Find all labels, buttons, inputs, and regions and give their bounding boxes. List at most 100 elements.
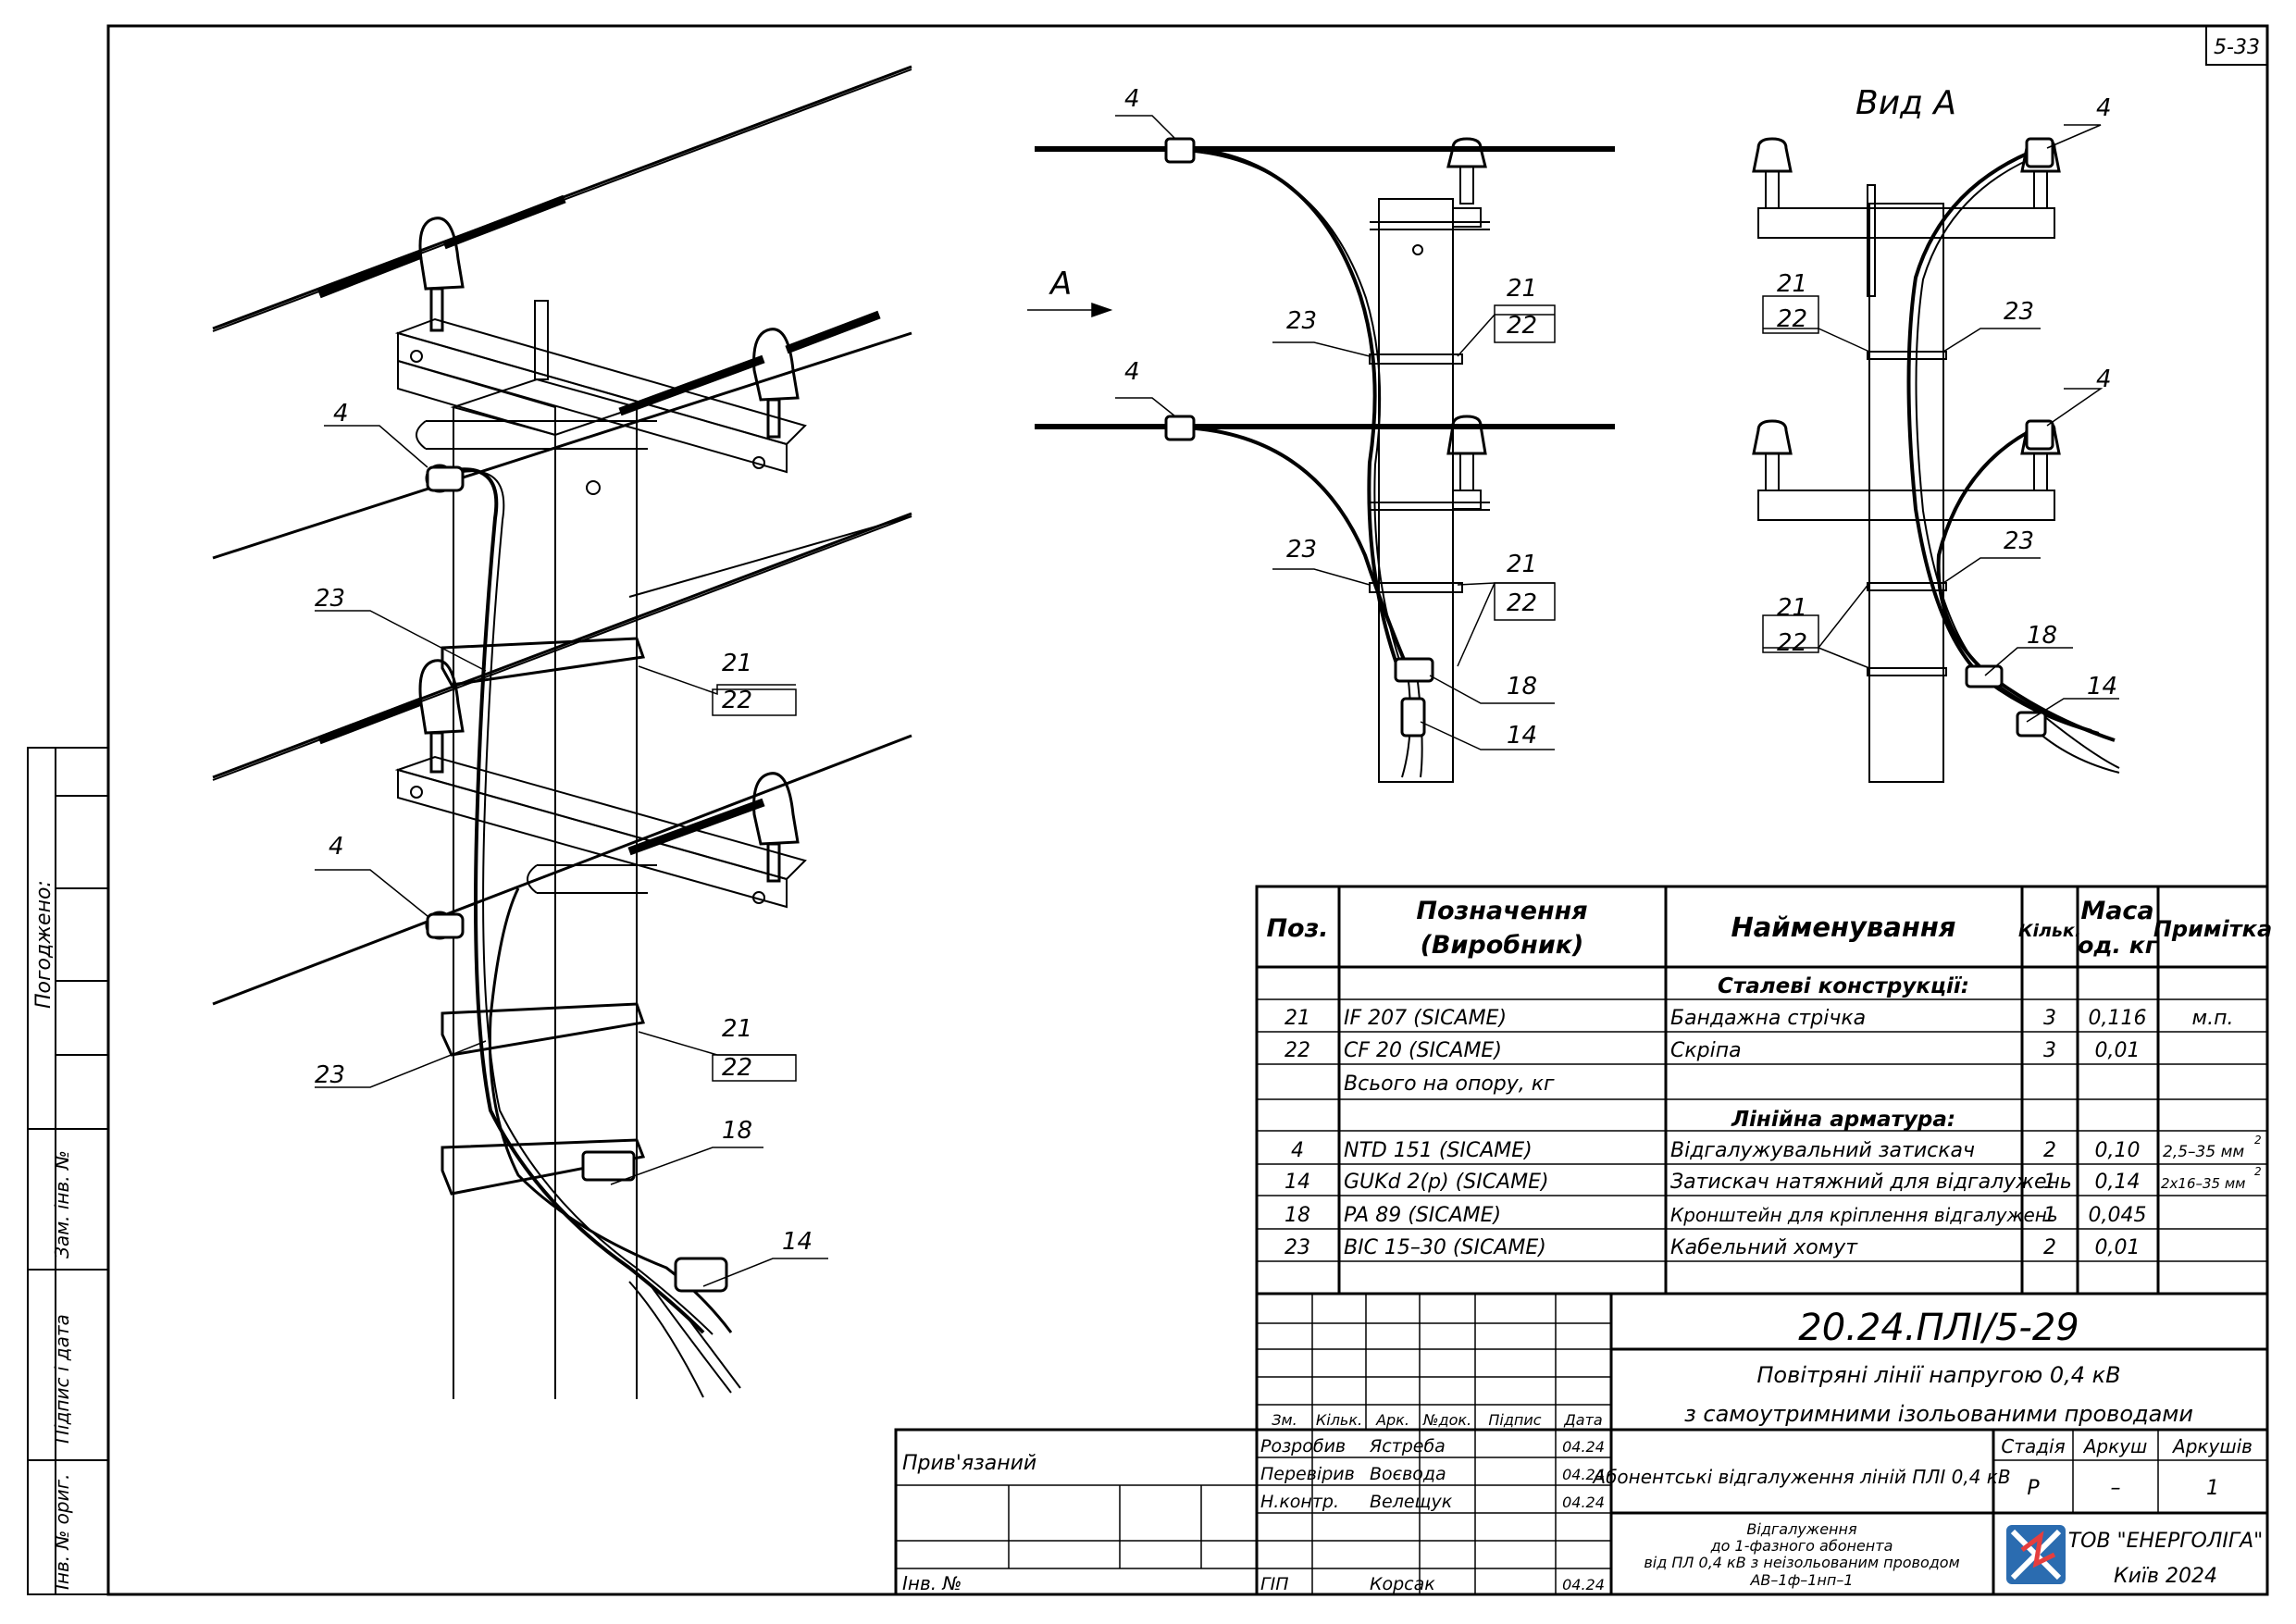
row-23-pos: 23 <box>1285 1236 1310 1259</box>
row-14-mass: 0,14 <box>2095 1171 2141 1194</box>
viewa-label-21b: 21 <box>1777 594 1807 622</box>
sheets-value: 1 <box>2206 1477 2219 1500</box>
row-23-qty: 2 <box>2043 1236 2056 1259</box>
front-label-14: 14 <box>1507 722 1537 750</box>
iso-label-23a: 23 <box>315 585 345 613</box>
row-4-name: Відгалужувальний затискач <box>1670 1139 1975 1162</box>
attached-label: Прив'язаний <box>902 1452 1036 1475</box>
front-label-22a: 22 <box>1507 312 1537 340</box>
section-fittings: Лінійна арматура: <box>1731 1108 1955 1132</box>
hdr-designation-1: Позначення <box>1416 897 1587 925</box>
row-22-pos: 22 <box>1285 1039 1310 1062</box>
row-18-qty: 1 <box>2043 1204 2056 1227</box>
row-14-note: 2х16–35 мм <box>2161 1175 2246 1192</box>
section-steel: Сталеві конструкції: <box>1718 974 1969 998</box>
role-developer-date: 04.24 <box>1562 1438 1605 1456</box>
hdr-designation-2: (Виробник) <box>1421 931 1584 960</box>
row-21-name: Бандажна стрічка <box>1670 1007 1866 1030</box>
row-22-mass: 0,01 <box>2095 1039 2141 1062</box>
drawing-title-4: АВ–1ф–1нп–1 <box>1749 1571 1853 1589</box>
row-18-name: Кронштейн для кріплення відгалужень <box>1670 1204 2058 1226</box>
col-head-sheet: Арк. <box>1375 1411 1409 1429</box>
project-line-1: Повітряні лінії напругою 0,4 кВ <box>1756 1362 2120 1388</box>
row-14-qty: 1 <box>2043 1171 2056 1194</box>
stage-label: Стадія <box>2001 1435 2065 1457</box>
row-22-qty: 3 <box>2043 1039 2056 1062</box>
row-18-des: PA 89 (SICAME) <box>1344 1204 1501 1227</box>
row-4-note-sup: 2 <box>2254 1134 2262 1147</box>
row-total-des: Всього на опору, кг <box>1344 1072 1555 1096</box>
iso-label-21b: 21 <box>722 1015 752 1043</box>
hdr-qty: Кільк. <box>2018 921 2081 941</box>
sheet-value: – <box>2111 1477 2121 1500</box>
iso-label-4a: 4 <box>333 400 349 428</box>
iso-label-23b: 23 <box>315 1061 345 1089</box>
title-block-grid <box>894 1292 2269 1596</box>
stage-value: Р <box>2027 1477 2040 1500</box>
viewa-label-23a: 23 <box>2004 298 2034 326</box>
hdr-pos: Поз. <box>1266 914 1328 943</box>
isometric-callouts <box>315 425 828 1287</box>
role-gip-name: Корсак <box>1370 1574 1435 1594</box>
section-title: Абонентські відгалуження ліній ПЛІ 0,4 к… <box>1591 1466 2010 1488</box>
hdr-mass-1: Маса <box>2080 897 2153 925</box>
col-head-date: Дата <box>1563 1411 1602 1429</box>
row-21-des: IF 207 (SICAME) <box>1344 1007 1507 1030</box>
company-name: ТОВ "ЕНЕРГОЛІГА" <box>2068 1530 2264 1553</box>
city-year: Київ 2024 <box>2114 1565 2217 1588</box>
row-4-mass: 0,10 <box>2095 1139 2141 1162</box>
row-22-des: CF 20 (SICAME) <box>1344 1039 1502 1062</box>
col-head-qty: Кільк. <box>1316 1411 1362 1429</box>
strip-sign-date: Підпис і дата <box>51 1314 73 1444</box>
front-view-drawing <box>1035 137 1615 783</box>
front-label-21b: 21 <box>1507 551 1537 578</box>
company-logo <box>2006 1525 2066 1584</box>
arrow-label-a: А <box>1049 266 1072 303</box>
row-23-mass: 0,01 <box>2095 1236 2141 1259</box>
hdr-mass-2: од. кг <box>2078 932 2158 959</box>
row-18-mass: 0,045 <box>2089 1204 2147 1227</box>
role-norm-name: Велещук <box>1370 1492 1453 1512</box>
row-4-qty: 2 <box>2043 1139 2056 1162</box>
view-a-title: Вид А <box>1855 84 1956 122</box>
front-label-18: 18 <box>1507 673 1537 700</box>
hdr-note: Примітка <box>2153 916 2272 942</box>
project-line-2: з самоутримними ізольованими проводами <box>1684 1401 2193 1427</box>
isometric-pole-drawing <box>212 65 912 1399</box>
role-gip: ГІП <box>1260 1574 1288 1594</box>
row-23-des: BIC 15–30 (SICAME) <box>1344 1236 1546 1259</box>
col-head-zm: Зм. <box>1272 1411 1297 1429</box>
front-view-callouts <box>1027 115 1556 750</box>
row-22-name: Скріпа <box>1670 1039 1742 1062</box>
front-label-21a: 21 <box>1507 275 1537 303</box>
row-21-qty: 3 <box>2043 1007 2056 1030</box>
hdr-name: Найменування <box>1731 911 1955 943</box>
view-a-drawing <box>1752 137 2120 783</box>
sheet-code: 5-33 <box>2214 36 2260 59</box>
front-label-23b: 23 <box>1286 536 1317 564</box>
viewa-label-22a: 22 <box>1777 305 1807 333</box>
role-developer: Розробив <box>1260 1436 1346 1457</box>
iso-label-21a: 21 <box>722 650 752 677</box>
viewa-label-21a: 21 <box>1777 270 1807 298</box>
row-23-name: Кабельний хомут <box>1670 1236 1858 1259</box>
drawing-title-1: Відгалуження <box>1746 1520 1857 1538</box>
strip-replace-inv: Зам. інв. № <box>51 1150 73 1258</box>
role-norm-date: 04.24 <box>1562 1494 1605 1511</box>
row-18-pos: 18 <box>1285 1204 1310 1227</box>
viewa-label-22b: 22 <box>1777 629 1807 657</box>
row-21-mass: 0,116 <box>2089 1007 2147 1030</box>
left-strip <box>27 747 109 1595</box>
role-checker-name: Воєвода <box>1370 1464 1446 1484</box>
row-14-name: Затискач натяжний для відгалужень <box>1670 1171 2072 1194</box>
row-4-note: 2,5–35 мм <box>2163 1143 2244 1161</box>
row-14-pos: 14 <box>1285 1171 1310 1194</box>
strip-agreed: Погоджено: <box>32 880 56 1009</box>
row-4-des: NTD 151 (SICAME) <box>1344 1139 1533 1162</box>
role-checker-date: 04.24 <box>1562 1466 1605 1483</box>
row-14-note-sup: 2 <box>2254 1165 2262 1178</box>
row-14-des: GUKd 2(p) (SICAME) <box>1344 1171 1549 1194</box>
row-4-pos: 4 <box>1291 1139 1304 1162</box>
front-label-4a: 4 <box>1124 85 1140 113</box>
